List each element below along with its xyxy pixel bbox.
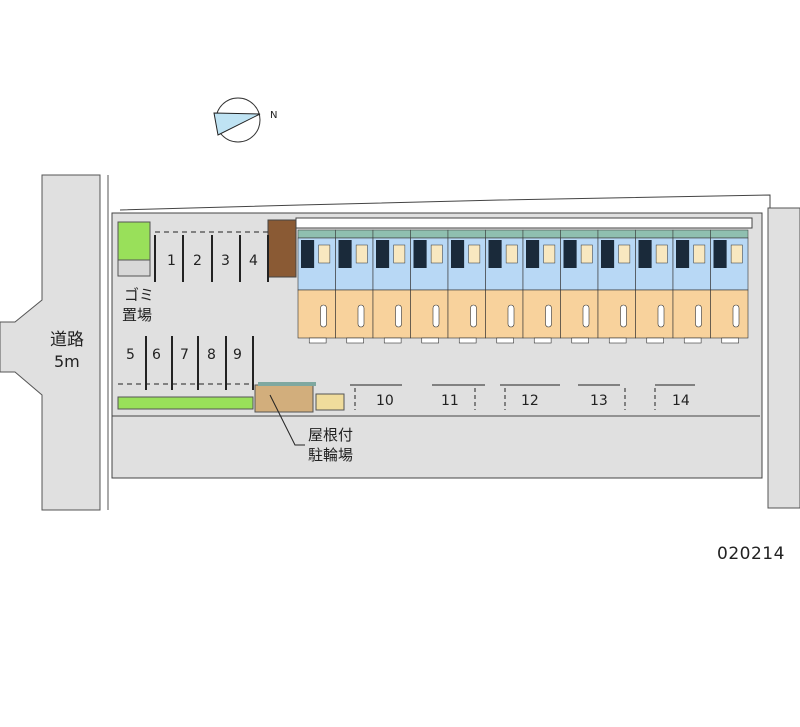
bike-leader-line	[269, 394, 305, 446]
compass-label: N	[270, 110, 277, 121]
compass-icon	[213, 97, 261, 143]
apartment-unit	[447, 229, 486, 344]
bike-parking-label: 屋根付	[308, 426, 353, 444]
parking-space-label: 6	[152, 347, 161, 363]
parking-space-label: 8	[207, 347, 216, 363]
road-width-label: 5m	[54, 352, 80, 371]
parking-space-label: 14	[672, 393, 690, 409]
boundary-line	[119, 194, 771, 211]
apartment-unit	[560, 229, 599, 344]
parking-space-label: 9	[233, 347, 242, 363]
front-road	[0, 174, 101, 511]
bike-shed	[254, 384, 314, 413]
apartment-unit	[372, 229, 411, 344]
apartment-building	[295, 217, 753, 344]
parking-space-label: 10	[376, 393, 394, 409]
garbage-area	[117, 259, 151, 277]
road-label: 道路	[50, 330, 84, 350]
apartment-unit	[410, 229, 449, 344]
apartment-unit	[635, 229, 674, 344]
parking-space-label: 1	[167, 253, 176, 269]
parking-space-label: 12	[521, 393, 539, 409]
property-code: 020214	[717, 544, 785, 564]
apartment-unit	[485, 229, 524, 344]
apartment-unit	[597, 229, 636, 344]
garbage-label-2: 置場	[122, 306, 152, 324]
parking-space-label: 3	[221, 253, 230, 269]
parking-space-label: 4	[249, 253, 258, 269]
parking-space-label: 7	[180, 347, 189, 363]
apartment-unit	[672, 229, 711, 344]
parking-space-label: 5	[126, 347, 135, 363]
apartment-unit	[710, 229, 749, 344]
apartment-unit	[297, 229, 336, 344]
planting-box	[117, 221, 151, 261]
bike-shed-roof	[258, 382, 316, 386]
bike-parking-label-2: 駐輪場	[308, 446, 353, 464]
brick-area	[267, 219, 297, 278]
parking-space-label: 11	[441, 393, 459, 409]
balcony-strip	[295, 217, 753, 229]
parking-lines	[118, 231, 695, 410]
apartment-unit	[522, 229, 561, 344]
parking-space-label: 13	[590, 393, 608, 409]
parking-space-label: 2	[193, 253, 202, 269]
garbage-label: ゴミ	[124, 286, 154, 304]
adjacent-road	[767, 207, 800, 509]
hedge-strip	[117, 396, 254, 410]
apartment-unit	[335, 229, 374, 344]
storage	[315, 393, 345, 411]
